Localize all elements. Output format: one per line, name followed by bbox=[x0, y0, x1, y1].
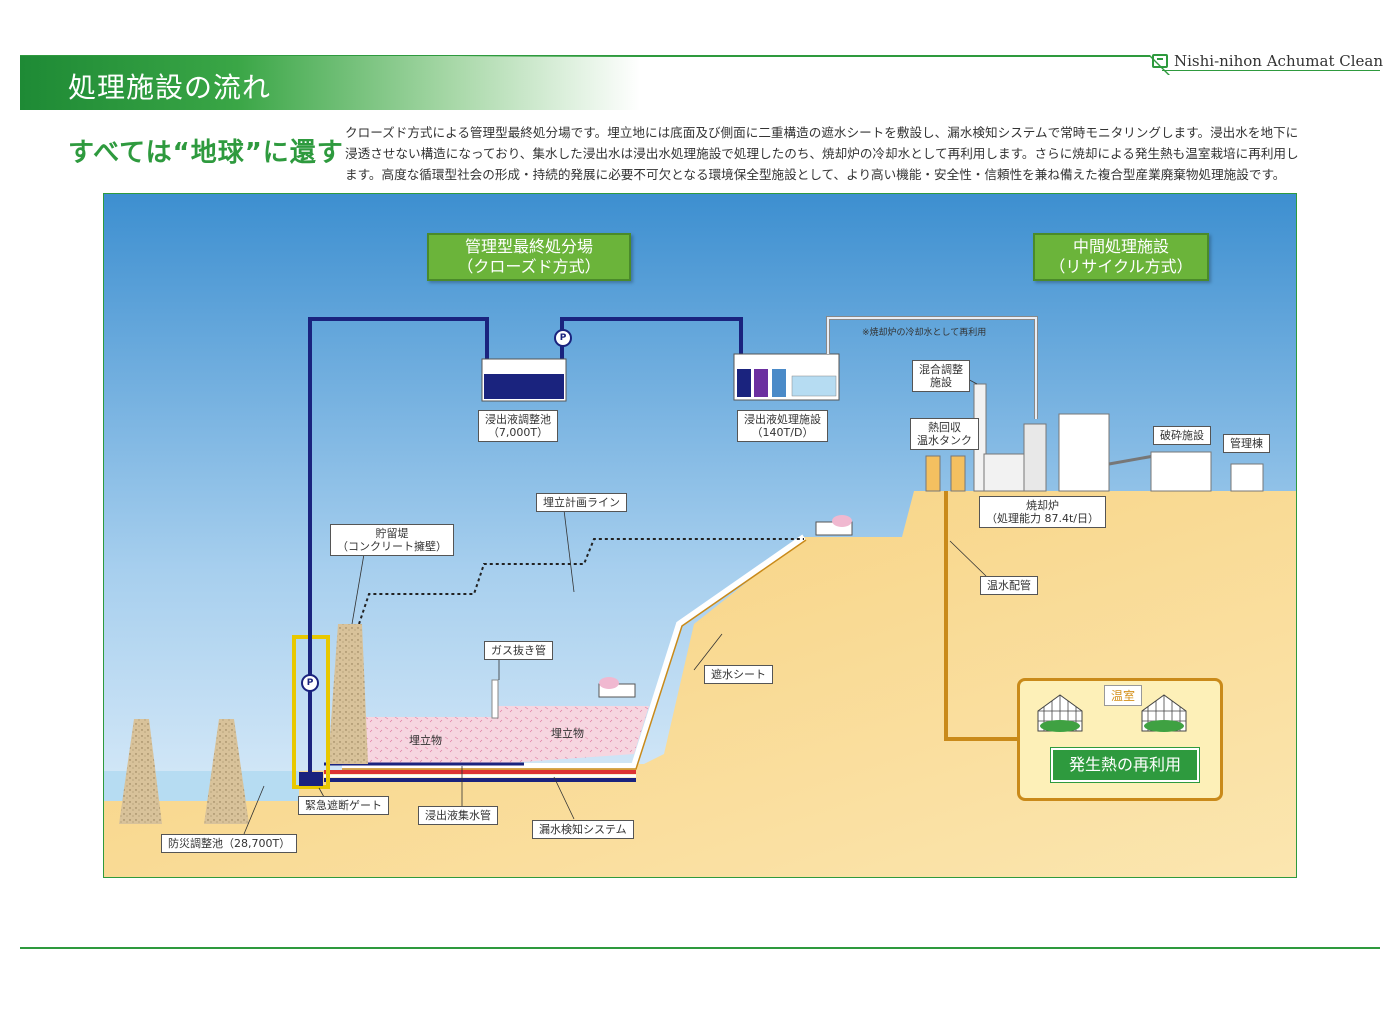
intermediate-section-header: 中間処理施設 （リサイクル方式） bbox=[1033, 233, 1209, 281]
mixing-name-2: 施設 bbox=[930, 376, 952, 389]
treatment-capacity: （140T/D） bbox=[751, 426, 814, 439]
landfill-section-title: 管理型最終処分場 bbox=[464, 237, 593, 256]
leader-lines bbox=[243, 376, 987, 835]
incinerator-building bbox=[1058, 413, 1110, 492]
hot-water-pipe bbox=[944, 491, 1017, 741]
treatment-cell-2 bbox=[754, 369, 768, 397]
liner-sheet bbox=[342, 534, 806, 769]
intermediate-section-title: 中間処理施設 bbox=[1072, 237, 1169, 256]
incinerator-tower bbox=[1023, 423, 1047, 492]
heat-tank-label: 熱回収 温水タンク bbox=[910, 418, 979, 450]
crusher-conveyor bbox=[1108, 454, 1155, 466]
retaining-wall-type: （コンクリート擁壁） bbox=[337, 540, 447, 553]
heat-tank-2 bbox=[950, 455, 966, 492]
adjust-pond-water bbox=[484, 374, 564, 399]
retaining-wall bbox=[328, 624, 368, 764]
adjust-pond-capacity: （7,000T） bbox=[487, 426, 549, 439]
brand-name: Nishi-nihon Achumat Clean bbox=[1174, 52, 1383, 70]
footer-rule bbox=[20, 947, 1380, 949]
treatment-cell-3 bbox=[772, 369, 786, 397]
gas-vent-pipe bbox=[491, 679, 499, 719]
plan-line-label: 埋立計画ライン bbox=[536, 493, 627, 512]
process-diagram: 管理型最終処分場 （クローズド方式） 中間処理施設 （リサイクル方式） ※焼却炉… bbox=[103, 193, 1297, 878]
disaster-pond-label: 防災調整池（28,700T） bbox=[161, 834, 298, 853]
landfill-fill-right bbox=[494, 706, 649, 764]
hot-water-pipe-label: 温水配管 bbox=[980, 576, 1038, 595]
treatment-label: 浸出液処理施設 （140T/D） bbox=[737, 410, 828, 442]
landfill-plan-line bbox=[358, 538, 804, 625]
heat-tank-name-2: 温水タンク bbox=[917, 434, 972, 447]
greenhouse-right bbox=[1141, 694, 1187, 732]
page-title: 処理施設の流れ bbox=[68, 71, 272, 104]
collection-pipe-label: 浸出液集水管 bbox=[418, 806, 498, 825]
landfill-fill-left bbox=[361, 717, 494, 764]
header-rule-right bbox=[1162, 70, 1380, 71]
pump-icon-bottom: P bbox=[301, 674, 319, 692]
truck-bottom-load bbox=[599, 677, 619, 689]
pump-icon-top: P bbox=[554, 329, 572, 347]
cooling-water-pipe-inner bbox=[827, 317, 1037, 419]
tagline: すべては“地球”に還す bbox=[68, 138, 344, 168]
mixing-name: 混合調整 bbox=[919, 363, 963, 376]
gas-pipe-label: ガス抜き管 bbox=[484, 641, 553, 660]
gate-sump bbox=[299, 772, 323, 786]
incinerator-label: 焼却炉 （処理能力 87.4t/日） bbox=[979, 496, 1107, 528]
pond-wall-right bbox=[204, 719, 249, 824]
brand: Nishi-nihon Achumat Clean bbox=[1152, 52, 1383, 70]
landfill-section-header: 管理型最終処分場 （クローズド方式） bbox=[427, 233, 631, 281]
admin-label: 管理棟 bbox=[1223, 434, 1270, 453]
intro-text: クローズド方式による管理型最終処分場です。埋立地には底面及び側面に二重構造の遮水… bbox=[345, 125, 1299, 182]
truck-top-load bbox=[832, 515, 852, 527]
greenhouse-left bbox=[1037, 694, 1083, 732]
treatment-name: 浸出液処理施設 bbox=[744, 413, 821, 426]
greenhouse-graphic bbox=[1037, 694, 1187, 732]
intermediate-section-subtitle: （リサイクル方式） bbox=[1049, 257, 1193, 276]
landfill-2-label: 埋立物 bbox=[551, 727, 584, 740]
pond-wall-left bbox=[119, 719, 162, 824]
liner-sheet-edge bbox=[342, 539, 807, 770]
crusher-building bbox=[1150, 451, 1212, 492]
cooling-note: ※焼却炉の冷却水として再利用 bbox=[862, 328, 987, 338]
landfill-section-subtitle: （クローズド方式） bbox=[457, 257, 601, 276]
treatment-cell-1 bbox=[737, 369, 751, 397]
incinerator-capacity: （処理能力 87.4t/日） bbox=[986, 512, 1100, 525]
leak-detection-label: 漏水検知システム bbox=[532, 820, 634, 839]
incinerator-name: 焼却炉 bbox=[1026, 499, 1059, 512]
greenhouse-panel: 温室 発生熱の再利用 bbox=[1017, 678, 1223, 801]
heat-tank-name: 熱回収 bbox=[928, 421, 961, 434]
mixing-label: 混合調整 施設 bbox=[912, 360, 970, 392]
heat-tank-1 bbox=[925, 455, 941, 492]
heat-reuse-badge: 発生熱の再利用 bbox=[1050, 747, 1200, 783]
retaining-wall-name: 貯留堤 bbox=[375, 527, 409, 540]
greenhouse-label: 温室 bbox=[1104, 685, 1143, 706]
landfill-1-label: 埋立物 bbox=[409, 734, 442, 747]
title-band: 処理施設の流れ bbox=[20, 56, 640, 110]
treatment-cell-4 bbox=[791, 375, 837, 397]
admin-building bbox=[1230, 463, 1264, 492]
retaining-wall-label: 貯留堤 （コンクリート擁壁） bbox=[330, 524, 454, 556]
adjust-pond-name: 浸出液調整池 bbox=[485, 413, 551, 426]
crusher-label: 破砕施設 bbox=[1153, 426, 1211, 445]
brand-logo-icon bbox=[1152, 54, 1168, 68]
emergency-gate-label: 緊急遮断ゲート bbox=[298, 796, 389, 815]
adjust-pond-label: 浸出液調整池 （7,000T） bbox=[478, 410, 558, 442]
liner-label: 遮水シート bbox=[704, 665, 773, 684]
